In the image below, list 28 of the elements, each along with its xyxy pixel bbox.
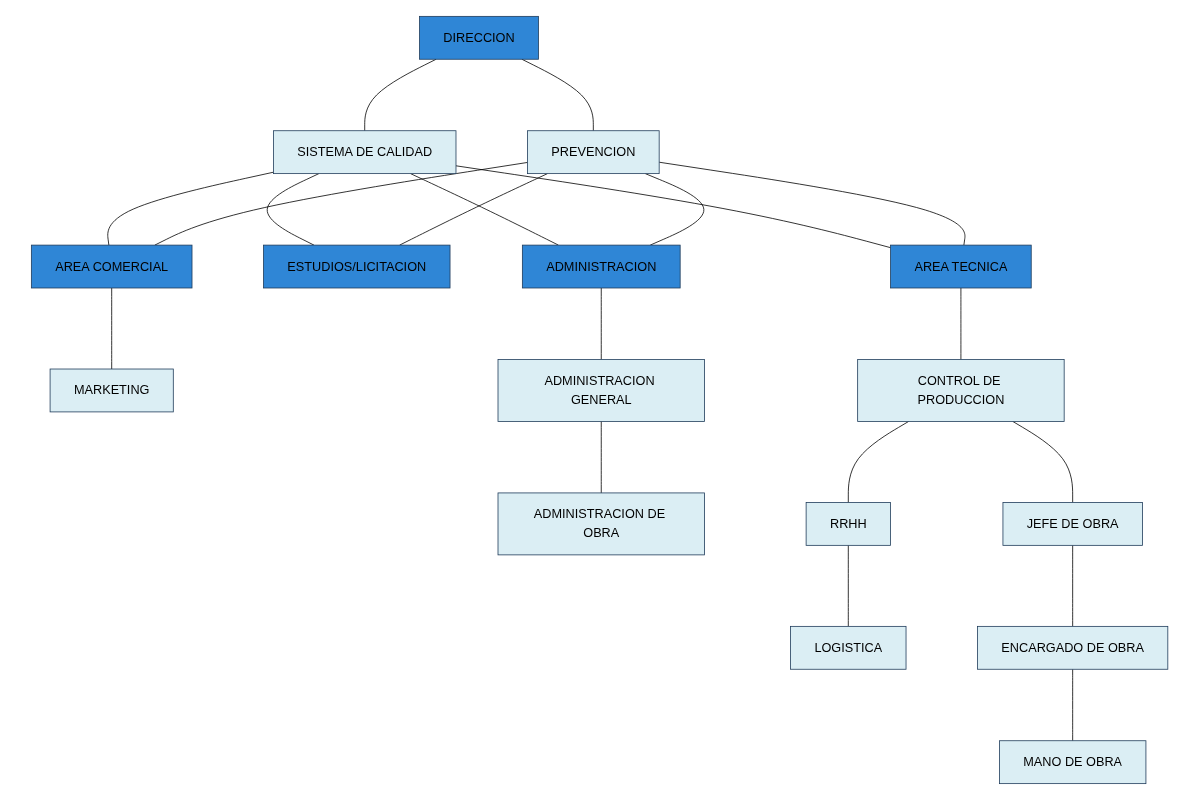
node-box: AREA COMERCIAL xyxy=(31,244,193,289)
node-box: DIRECCION xyxy=(419,15,540,60)
node-box: PREVENCION xyxy=(527,130,660,174)
node-box: ADMINISTRACION xyxy=(522,244,681,289)
node-box: RRHH xyxy=(806,502,892,546)
node-box: ESTUDIOS/LICITACION xyxy=(263,244,451,289)
connector xyxy=(848,421,910,503)
node-box: ENCARGADO DE OBRA xyxy=(977,625,1169,670)
connector xyxy=(645,173,705,246)
connector xyxy=(1012,421,1074,503)
connector xyxy=(364,58,437,132)
node-box: AREA TECNICA xyxy=(890,244,1033,289)
connector xyxy=(521,58,595,132)
connector xyxy=(107,171,275,246)
connector xyxy=(154,162,529,246)
connector xyxy=(267,173,320,246)
node-box: LOGISTICA xyxy=(790,625,907,670)
connector xyxy=(1072,544,1074,627)
node-box: MARKETING xyxy=(50,368,175,413)
node-box: ADMINISTRACION DE OBRA xyxy=(498,492,706,556)
connector xyxy=(1072,668,1074,742)
node-box: SISTEMA DE CALIDAD xyxy=(273,130,457,174)
connector xyxy=(456,165,892,249)
connector xyxy=(659,161,966,246)
node-box: ADMINISTRACION GENERAL xyxy=(498,359,706,422)
node-box: JEFE DE OBRA xyxy=(1002,502,1144,546)
node-box: MANO DE OBRA xyxy=(999,740,1147,785)
node-box: CONTROL DE PRODUCCION xyxy=(857,359,1065,422)
